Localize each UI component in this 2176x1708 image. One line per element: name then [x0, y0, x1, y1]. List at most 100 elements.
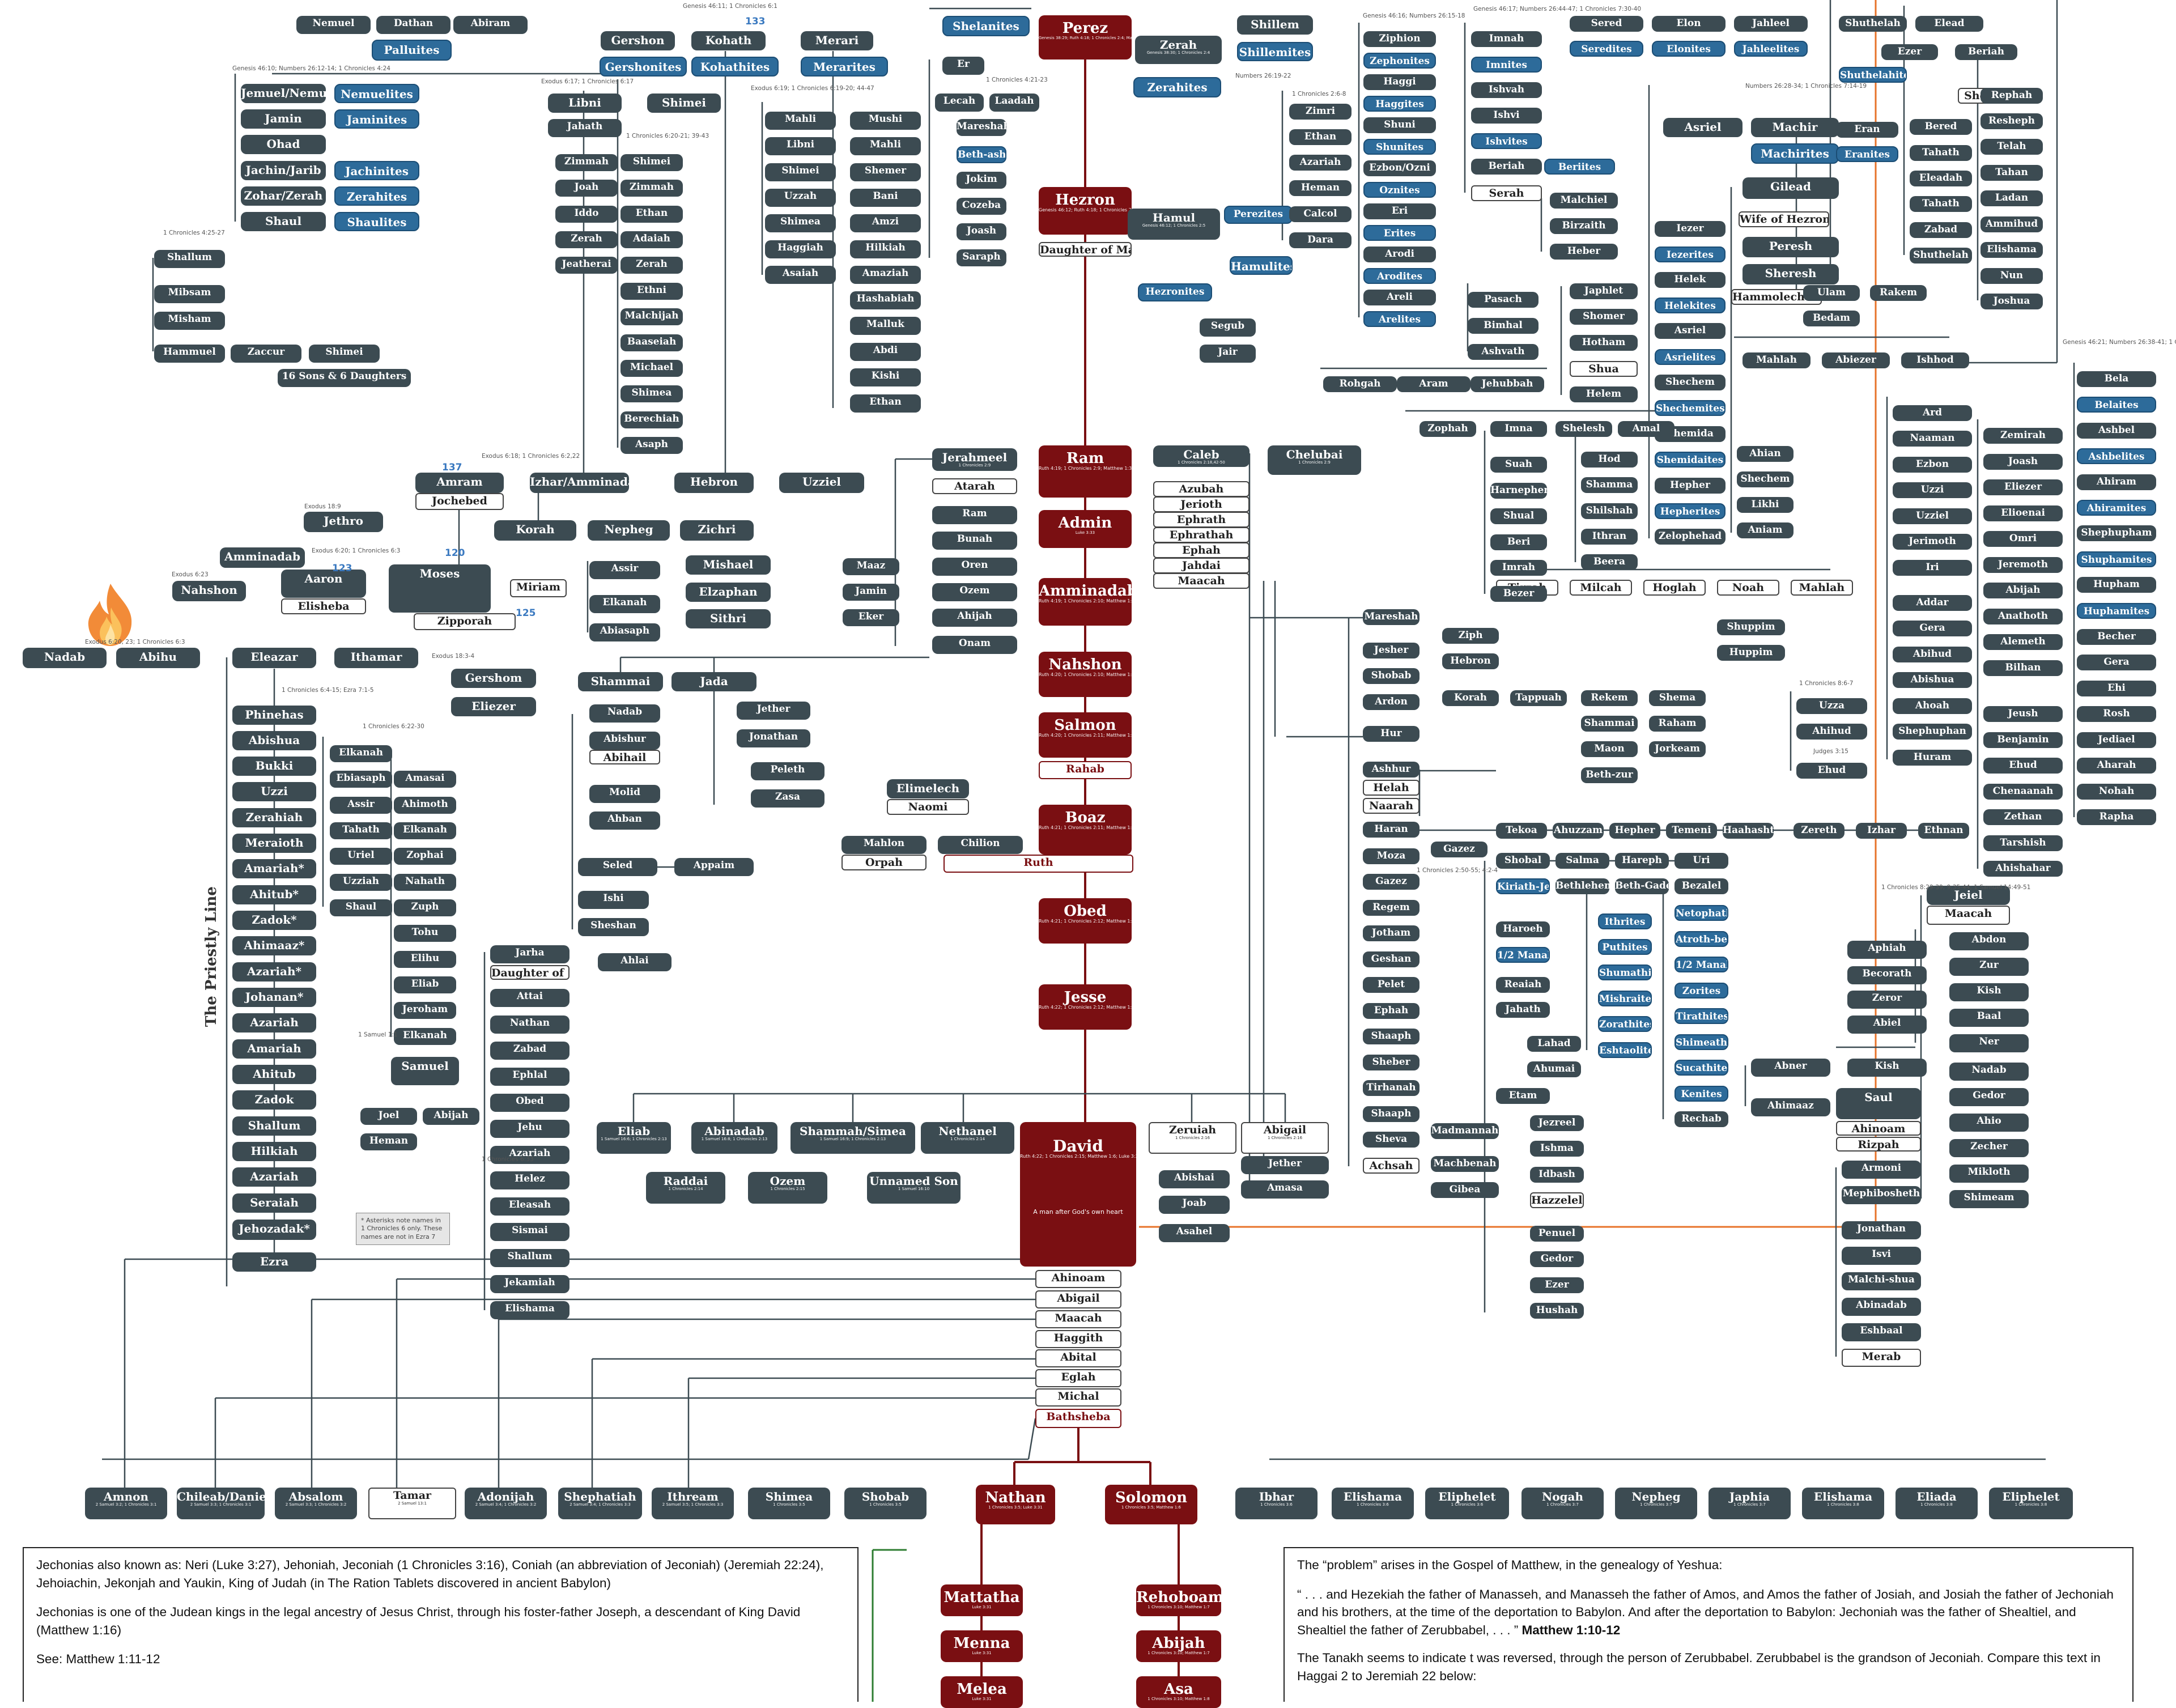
person-node: Uri	[1674, 853, 1728, 869]
person-name: Jeiel	[1954, 888, 1983, 902]
person-node: Eliezer	[451, 697, 536, 716]
person-node: Tekoa	[1496, 823, 1547, 839]
person-name: Salma	[1566, 855, 1599, 866]
person-node: Elioenai	[1983, 505, 2063, 521]
person-name: Laadah	[994, 95, 1034, 107]
person-node: Machbenah	[1431, 1156, 1499, 1172]
person-name: Shillem	[1251, 18, 1299, 31]
person-name: Eleazar	[250, 650, 298, 664]
person-node: Nemuelites	[334, 84, 419, 103]
person-name: Abishur	[604, 733, 646, 745]
person-name: Mibsam	[168, 287, 211, 298]
person-node: Shaul	[330, 899, 392, 916]
person-name: Moza	[1376, 850, 1406, 861]
scripture-ref: 1 Chronicles 4:21-23	[986, 77, 1048, 83]
person-name: Ishi	[603, 893, 624, 904]
person-name: Hushah	[1536, 1305, 1578, 1316]
person-node: Asrielites	[1655, 349, 1726, 365]
person-name: Chelubai	[1286, 448, 1343, 461]
person-name: Ashhur	[1371, 763, 1411, 775]
person-name: Sithri	[710, 611, 746, 625]
person-name: Zimmah	[564, 156, 609, 167]
person-node: Abital	[1035, 1349, 1121, 1367]
person-name: Hilkiah	[865, 242, 906, 253]
person-node: Abdon	[1949, 932, 2029, 950]
person-node: Nohah	[2077, 784, 2156, 800]
person-name: Onam	[958, 638, 991, 649]
person-node: Appaim	[674, 858, 754, 876]
person-name: Idbash	[1538, 1169, 1575, 1180]
person-name: Elon	[1676, 18, 1701, 29]
person-name: Jonathan	[749, 731, 798, 742]
person-node: Eliezer	[1983, 479, 2063, 495]
person-node: Aharah	[2077, 758, 2156, 774]
person-name: Mattatha	[944, 1589, 1020, 1606]
person-node: Assir	[330, 797, 392, 814]
person-name: Ahumai	[1533, 1063, 1575, 1074]
person-name: Merab	[1862, 1350, 1901, 1363]
jechonias-note-p1: Jechonias also known as: Neri (Luke 3:27…	[36, 1558, 824, 1590]
person-reference: 1 Chronicles 3:10; Matthew 1:7	[1148, 1605, 1210, 1610]
person-node: Ahimaaz	[1751, 1098, 1830, 1116]
person-reference: 1 Samuel 16:10	[898, 1187, 930, 1191]
person-node: Mibsam	[154, 285, 225, 303]
scripture-ref: 1 Chronicles 8:29-39; 9:35-44; 1 Samuel …	[1881, 884, 2031, 891]
person-name: Nohah	[2098, 785, 2135, 797]
person-node: Mahli	[850, 137, 921, 155]
person-node: Shimei	[309, 345, 380, 363]
person-node: Japhlet	[1570, 283, 1638, 299]
person-name: Rakem	[1879, 287, 1918, 298]
person-name: Tahath	[1922, 198, 1960, 209]
person-name: Mahlon	[863, 838, 905, 849]
person-node: Ruth	[944, 855, 1133, 873]
person-name: Penuel	[1538, 1227, 1576, 1239]
person-name: Tamar	[393, 1489, 432, 1502]
person-name: Pasach	[1484, 294, 1522, 305]
person-node: Atroth-beth-joab	[1674, 931, 1728, 947]
person-node: Jamin	[843, 584, 899, 601]
person-node: Eran	[1836, 122, 1898, 138]
person-node: Ezer	[1881, 44, 1938, 60]
person-node: Jokim	[957, 172, 1006, 189]
person-name: Becorath	[1862, 968, 1912, 979]
person-node: Uzzah	[765, 189, 836, 207]
person-node: Dathan	[376, 16, 450, 34]
person-name: Perezites	[1233, 209, 1284, 220]
person-name: Joshua	[1993, 295, 2030, 307]
person-name: Pelet	[1377, 979, 1405, 990]
person-name: Jachinites	[345, 164, 409, 178]
person-name: Ezbon/Ozni	[1369, 162, 1430, 173]
person-name: Alemeth	[2000, 636, 2046, 647]
person-node: Harnepher	[1490, 483, 1547, 499]
person-name: Daughter of Sheshan	[491, 967, 568, 979]
person-node: Belaites	[2077, 397, 2156, 413]
person-name: Ahiramites	[2086, 503, 2147, 514]
person-name: Shallum	[167, 252, 212, 263]
person-node: Amminadab	[220, 547, 305, 568]
person-node: Sucathites	[1674, 1060, 1728, 1076]
person-name: Nadab	[1971, 1064, 2007, 1076]
person-name: Ahitub*	[250, 887, 299, 901]
person-name: Oren	[961, 559, 988, 571]
person-name: Maaz	[856, 560, 886, 571]
person-node: Jeremoth	[1983, 557, 2063, 573]
person-name: Adonijah	[477, 1490, 534, 1503]
person-name: Hoglah	[1652, 581, 1697, 594]
person-node: Elishama	[1980, 242, 2043, 258]
person-reference: 1 Samuel 16:8; 1 Chronicles 2:13	[701, 1137, 768, 1141]
person-name: Ashbelites	[2088, 451, 2145, 462]
person-reference: 2 Samuel 3:2; 1 Chronicles 3:1	[95, 1502, 157, 1507]
person-reference: 1 Chronicles 3:8	[1827, 1502, 1859, 1507]
person-node: Segub	[1200, 318, 1256, 337]
person-name: Shuthelah	[1913, 249, 1969, 261]
person-name: Haggites	[1375, 99, 1424, 110]
scripture-ref: Numbers 26:19-22	[1235, 73, 1291, 79]
person-node: Zephonites	[1363, 53, 1436, 69]
person-name: Haroeh	[1503, 923, 1543, 934]
person-name: Abinadab	[1856, 1299, 1907, 1311]
person-node: Joash	[1983, 454, 2063, 470]
person-name: Nun	[2000, 270, 2024, 281]
person-node: Kohathites	[691, 57, 779, 77]
person-node: Ahishahar	[1983, 861, 2063, 877]
